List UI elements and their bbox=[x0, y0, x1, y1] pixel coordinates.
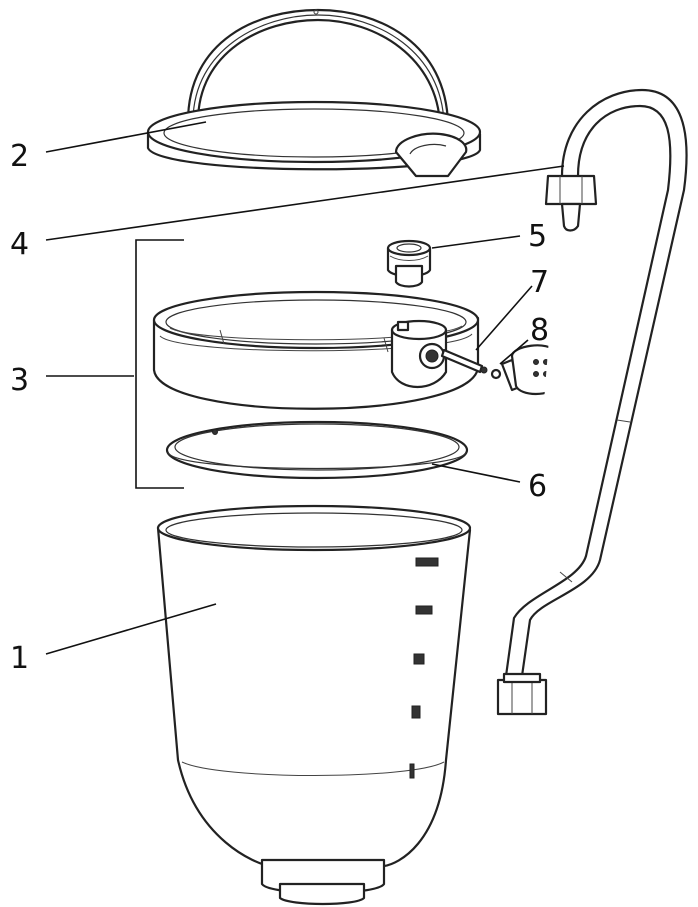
callout-numbers: 2 4 3 1 5 7 8 6 bbox=[10, 139, 549, 676]
collar-ring bbox=[152, 290, 480, 410]
gasket-ring bbox=[165, 420, 469, 480]
leader-4 bbox=[45, 165, 565, 241]
leader-6 bbox=[431, 463, 521, 483]
callout-7: 7 bbox=[530, 265, 549, 300]
leader-7 bbox=[475, 285, 533, 351]
callout-5: 5 bbox=[528, 219, 547, 254]
leader-5 bbox=[431, 235, 521, 249]
leader-8 bbox=[499, 339, 529, 365]
small-rod bbox=[440, 348, 488, 374]
hopper-container bbox=[156, 504, 472, 906]
callout-2: 2 bbox=[10, 139, 29, 174]
lid-with-handle bbox=[146, 8, 482, 178]
callout-8: 8 bbox=[530, 313, 549, 348]
callout-6: 6 bbox=[528, 469, 547, 504]
bracket-3 bbox=[135, 239, 184, 489]
tube-assembly bbox=[496, 88, 688, 716]
leader-2 bbox=[45, 121, 207, 153]
callout-3: 3 bbox=[10, 363, 29, 398]
callout-1: 1 bbox=[10, 641, 29, 676]
callout-4: 4 bbox=[10, 227, 29, 262]
fitting bbox=[386, 239, 432, 288]
leader-lines bbox=[45, 121, 565, 655]
leader-1 bbox=[45, 603, 217, 655]
